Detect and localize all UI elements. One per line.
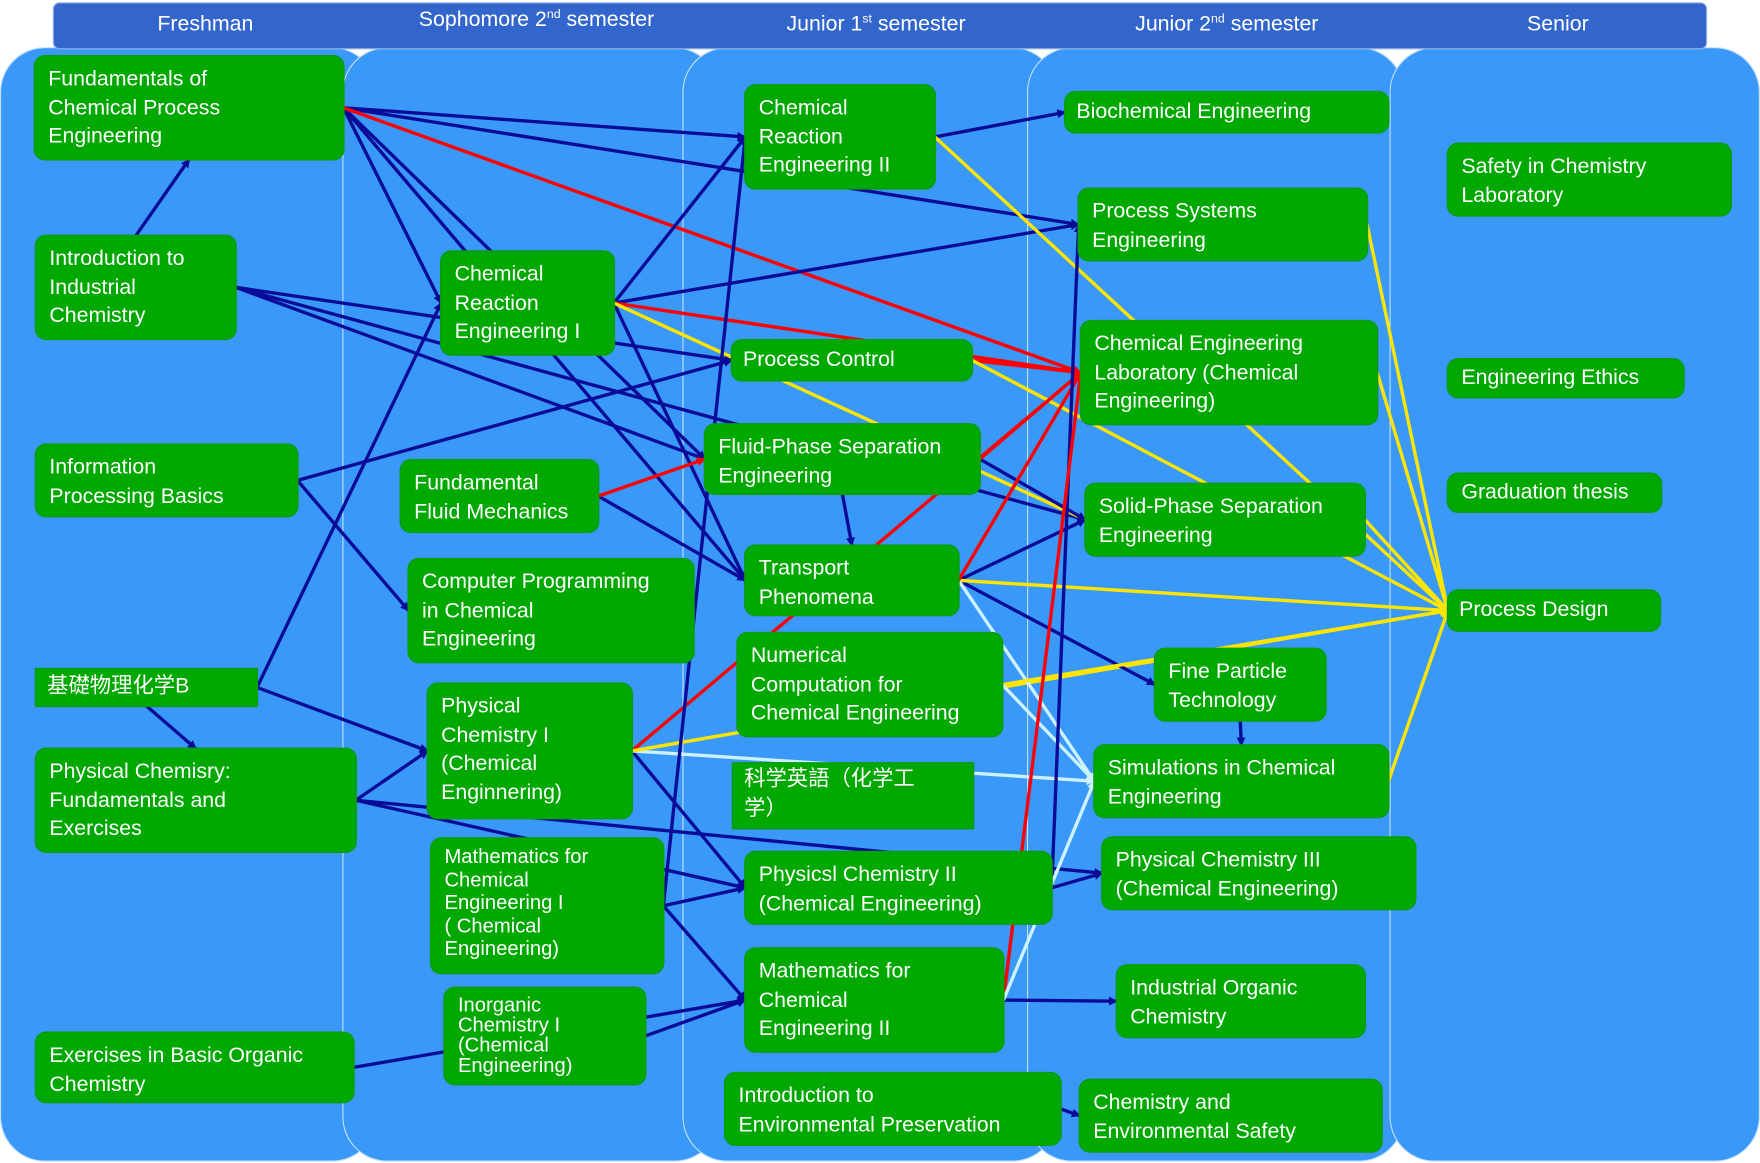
arrow-c16-to-c26 [957,578,1156,687]
arrow-c4-to-c7 [255,302,443,689]
course-process-systems-engineering[interactable]: Process Systems Engineering [1078,188,1368,261]
course-chemical-reaction-engineering-1[interactable]: Chemical Reaction Engineering I [441,251,614,355]
arrow-c16-to-c34 [958,578,1450,615]
arrow-c19-to-c23 [1050,223,1083,888]
course-information-processing-basics[interactable]: Information Processing Basics [35,444,298,517]
course-inorganic-chemistry-1[interactable]: Inorganic Chemistry I (Chemical Engineer… [444,987,646,1085]
arrow-c15-to-c16 [840,493,855,547]
header-label: Sophomore 2 [418,8,547,32]
arrow-c13-to-c22 [934,109,1067,139]
course-mathematics-1[interactable]: Mathematics for Chemical Engineering I (… [431,838,664,974]
course-physical-chemistry-2[interactable]: Physicsl Chemistry II (Chemical Engineer… [745,851,1052,924]
header-label: Junior 1 [786,12,863,37]
course-process-control[interactable]: Process Control [731,340,972,381]
arrow-c25-to-c34 [1363,518,1450,612]
arrow-c2-to-c1 [134,158,191,237]
course-fundamental-fluid-mechanics[interactable]: Fundamental Fluid Mechanics [400,460,599,533]
course-process-design[interactable]: Process Design [1447,590,1661,631]
arrow-c7-to-c13 [612,135,747,305]
header-label: Junior 2 [1135,12,1212,37]
course-mathematics-2[interactable]: Mathematics for Chemical Engineering II [745,948,1004,1052]
arrow-c19-to-c28 [1051,871,1104,890]
arrow-c3-to-c14 [296,358,733,483]
header-sup: nd [1211,12,1225,26]
semester-header: Freshman Sophomore 2nd semester Junior 1… [52,2,1708,50]
arrow-c7-to-c25 [613,301,1087,522]
course-intro-environmental-preservation[interactable]: Introduction to Environmental Preservati… [725,1073,1061,1145]
course-computer-programming[interactable]: Computer Programming in Chemical Enginee… [408,558,694,663]
header-junior-1st: Junior 1st semester [727,12,1024,37]
course-basic-physical-chemistry-b[interactable]: 基礎物理化学B [35,668,258,706]
arrow-c15-to-c24 [978,371,1082,461]
course-safety-chemistry-laboratory[interactable]: Safety in Chemistry Laboratory [1447,143,1731,216]
course-biochemical-engineering[interactable]: Biochemical Engineering [1065,92,1389,133]
course-intro-industrial-chemistry[interactable]: Introduction to Industrial Chemistry [35,235,236,339]
course-fine-particle-technology[interactable]: Fine Particle Technology [1154,648,1326,721]
course-physical-chemistry-1[interactable]: Physical Chemistry I (Chemical Enginneri… [427,683,632,819]
header-label: Senior [1527,12,1589,36]
arrow-c1-to-c23 [343,106,1080,228]
course-physical-chemistry-fundamentals[interactable]: Physical Chemisry: Fundamentals and Exer… [35,748,356,852]
arrow-c5-to-c10 [354,749,429,802]
arrow-c11-to-c13 [661,135,749,906]
arrow-c11-to-c19 [662,885,747,908]
course-engineering-ethics[interactable]: Engineering Ethics [1447,359,1684,398]
header-freshman: Freshman [132,12,278,37]
arrow-c23-to-c34 [1365,224,1451,612]
course-numerical-computation[interactable]: Numerical Computation for Chemical Engin… [737,633,1003,737]
course-fundamentals-chemical-process-engineering[interactable]: Fundamentals of Chemical Process Enginee… [34,56,344,160]
header-sophomore: Sophomore 2nd semester [379,8,693,33]
arrow-c7-to-c24 [613,301,1082,376]
arrow-c17-to-c27 [1001,683,1096,783]
arrow-c2-to-c15 [235,285,706,461]
arrow-c27-to-c34 [1386,609,1450,782]
arrow-c4-to-c10 [256,685,429,753]
course-chemical-reaction-engineering-2[interactable]: Chemical Reaction Engineering II [745,85,935,189]
arrow-c1-to-c7 [341,106,443,305]
arrow-c8-to-c16 [597,494,747,582]
arrow-c20-to-c29 [1003,996,1118,1006]
arrow-c14-to-c24 [971,358,1082,377]
course-graduation-thesis[interactable]: Graduation thesis [1447,473,1662,512]
course-simulations-chemical-engineering[interactable]: Simulations in Chemical Engineering [1094,745,1389,818]
arrow-c8-to-c15 [597,457,706,498]
arrow-c17-to-c34 [1002,607,1450,687]
arrow-c16-to-c24 [957,371,1083,582]
header-junior-2nd: Junior 2nd semester [1070,12,1384,37]
arrow-c21-to-c30 [1060,1107,1081,1118]
course-exercises-basic-organic-chemistry[interactable]: Exercises in Basic Organic Chemistry [35,1032,354,1103]
column-freshman [0,47,378,1162]
arrow-c24-to-c34 [1375,372,1450,612]
arrow-c1-to-c13 [343,106,747,141]
arrow-c7-to-c23 [613,221,1080,305]
header-label-suffix: semester [871,12,966,37]
header-label-suffix: semester [560,8,655,32]
course-fluid-phase-separation[interactable]: Fluid-Phase Separation Engineering [704,424,980,494]
arrow-c10-to-c19 [630,749,747,889]
course-industrial-organic-chemistry[interactable]: Industrial Organic Chemistry [1116,965,1365,1038]
course-solid-phase-separation[interactable]: Solid-Phase Separation Engineering [1085,483,1365,556]
course-physical-chemistry-3[interactable]: Physical Chemistry III (Chemical Enginee… [1102,837,1416,910]
header-senior: Senior [1491,12,1626,37]
course-chemistry-environmental-safety[interactable]: Chemistry and Environmental Safety [1079,1079,1382,1152]
course-scientific-english[interactable]: 科学英語（化学工 学） [732,763,974,829]
arrow-c16-to-c25 [957,518,1087,582]
header-label: Freshman [157,12,254,36]
course-transport-phenomena[interactable]: Transport Phenomena [745,545,959,616]
arrow-c7-to-c16 [612,302,747,582]
arrow-c4-to-c5 [145,704,197,750]
arrow-c1-to-c24 [342,106,1082,375]
header-sup: nd [546,7,561,22]
header-label-suffix: semester [1224,12,1319,37]
arrow-c26-to-c27 [1236,720,1246,747]
arrow-c3-to-c9 [296,479,410,612]
header-sup: st [862,12,872,26]
arrow-c11-to-c20 [662,904,747,1002]
course-chemical-engineering-laboratory[interactable]: Chemical Engineering Laboratory (Chemica… [1080,321,1378,425]
arrow-c12-to-c20 [644,998,747,1038]
